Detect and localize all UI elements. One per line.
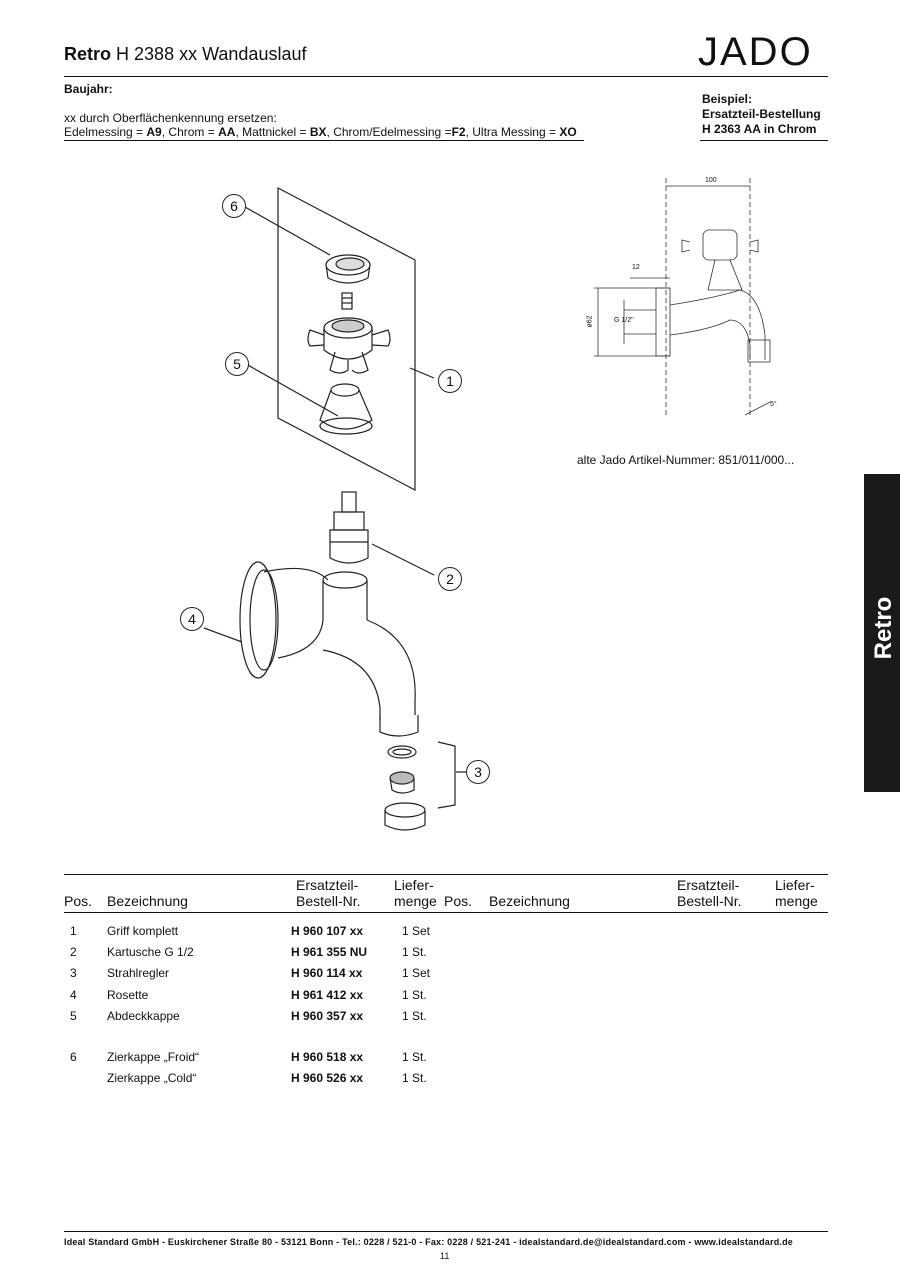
wall-plane — [277, 187, 416, 491]
dim-depth: 12 — [632, 264, 640, 271]
baujahr-label: Baujahr: — [64, 82, 113, 96]
table-cell-nr: H 960 114 xx — [291, 966, 363, 980]
table-cell-qty: 1 St. — [402, 1071, 427, 1085]
page-number: 11 — [440, 1251, 450, 1261]
dim-thread: G 1/2" — [614, 317, 634, 324]
table-cell-name: Rosette — [107, 988, 149, 1002]
page-title: Retro H 2388 xx Wandauslauf — [64, 44, 306, 65]
aerator-part — [384, 741, 456, 831]
header-rule — [64, 76, 828, 77]
table-cell-qty: 1 St. — [402, 945, 427, 959]
cartridge-part — [329, 491, 369, 564]
product-title: H 2388 xx Wandauslauf — [116, 44, 307, 64]
col-name-left: Bezeichnung — [107, 893, 188, 909]
table-header-rule — [64, 912, 828, 913]
table-cell-pos: 4 — [70, 988, 77, 1002]
table-cell-pos: 3 — [70, 966, 77, 980]
leader-4 — [203, 627, 243, 643]
table-cell-name: Zierkappe „Froid“ — [107, 1050, 200, 1064]
col-pos-right: Pos. — [444, 893, 473, 909]
table-cell-qty: 1 Set — [402, 966, 431, 980]
table-cell-pos: 1 — [70, 924, 77, 938]
dimension-drawing — [594, 178, 771, 416]
series-side-tab: Retro — [864, 474, 900, 792]
footer-rule — [64, 1231, 828, 1232]
dim-angle: 5° — [770, 401, 777, 408]
table-cell-qty: 1 St. — [402, 988, 427, 1002]
leader-6 — [244, 206, 331, 256]
table-cell-name: Griff komplett — [107, 924, 179, 938]
cap-part — [325, 254, 371, 284]
table-cell-name: Abdeckkappe — [107, 1009, 180, 1023]
dim-diameter: ø62 — [586, 315, 594, 328]
leader-2 — [371, 543, 435, 576]
order-example: Beispiel: Ersatzteil-Bestellung H 2363 A… — [702, 92, 821, 136]
callout-1: 1 — [438, 369, 462, 393]
callout-2: 2 — [438, 567, 462, 591]
table-cell-nr: H 961 412 xx — [291, 988, 364, 1002]
table-cell-qty: 1 Set — [402, 924, 431, 938]
exploded-view-drawing — [203, 187, 468, 831]
table-cell-nr: H 960 107 xx — [291, 924, 364, 938]
table-cell-pos: 5 — [70, 1009, 77, 1023]
company-footer: Ideal Standard GmbH - Euskirchener Straß… — [64, 1237, 794, 1247]
finish-rule — [64, 140, 584, 141]
col-qty-left: Liefer-menge — [394, 877, 437, 909]
jado-logo: JADO — [698, 30, 813, 74]
table-cell-name: Kartusche G 1/2 — [107, 945, 194, 959]
example-rule — [700, 140, 828, 141]
table-cell-qty: 1 St. — [402, 1050, 427, 1064]
replace-note: xx durch Oberflächenkennung ersetzen: — [64, 111, 277, 125]
table-cell-pos: 2 — [70, 945, 77, 959]
cross-handle-part — [307, 317, 391, 374]
table-top-rule — [64, 874, 828, 875]
col-nr-left: Ersatzteil-Bestell-Nr. — [296, 877, 361, 909]
cover-part — [319, 383, 373, 435]
callout-5: 5 — [225, 352, 249, 376]
col-pos-left: Pos. — [64, 893, 93, 909]
callout-3: 3 — [466, 760, 490, 784]
col-qty-right: Liefer-menge — [775, 877, 818, 909]
table-cell-nr: H 961 355 NU — [291, 945, 368, 959]
table-cell-nr: H 960 526 xx — [291, 1071, 364, 1085]
series-name: Retro — [64, 44, 112, 64]
callout-4: 4 — [180, 607, 204, 631]
dim-width: 100 — [705, 177, 717, 184]
table-cell-name: Zierkappe „Cold“ — [107, 1071, 197, 1085]
col-nr-right: Ersatzteil-Bestell-Nr. — [677, 877, 742, 909]
old-article-number: alte Jado Artikel-Nummer: 851/011/000... — [577, 453, 795, 467]
table-cell-nr: H 960 518 xx — [291, 1050, 364, 1064]
table-cell-nr: H 960 357 xx — [291, 1009, 364, 1023]
finish-codes: Edelmessing = A9, Chrom = AA, Mattnickel… — [64, 125, 577, 139]
table-cell-qty: 1 St. — [402, 1009, 427, 1023]
table-cell-name: Strahlregler — [107, 966, 170, 980]
callout-6: 6 — [222, 194, 246, 218]
screw-part — [341, 292, 353, 310]
leader-1 — [409, 367, 435, 379]
table-cell-pos: 6 — [70, 1050, 77, 1064]
col-name-right: Bezeichnung — [489, 893, 570, 909]
spout-rosette-part — [239, 561, 419, 737]
leader-5 — [245, 363, 339, 417]
